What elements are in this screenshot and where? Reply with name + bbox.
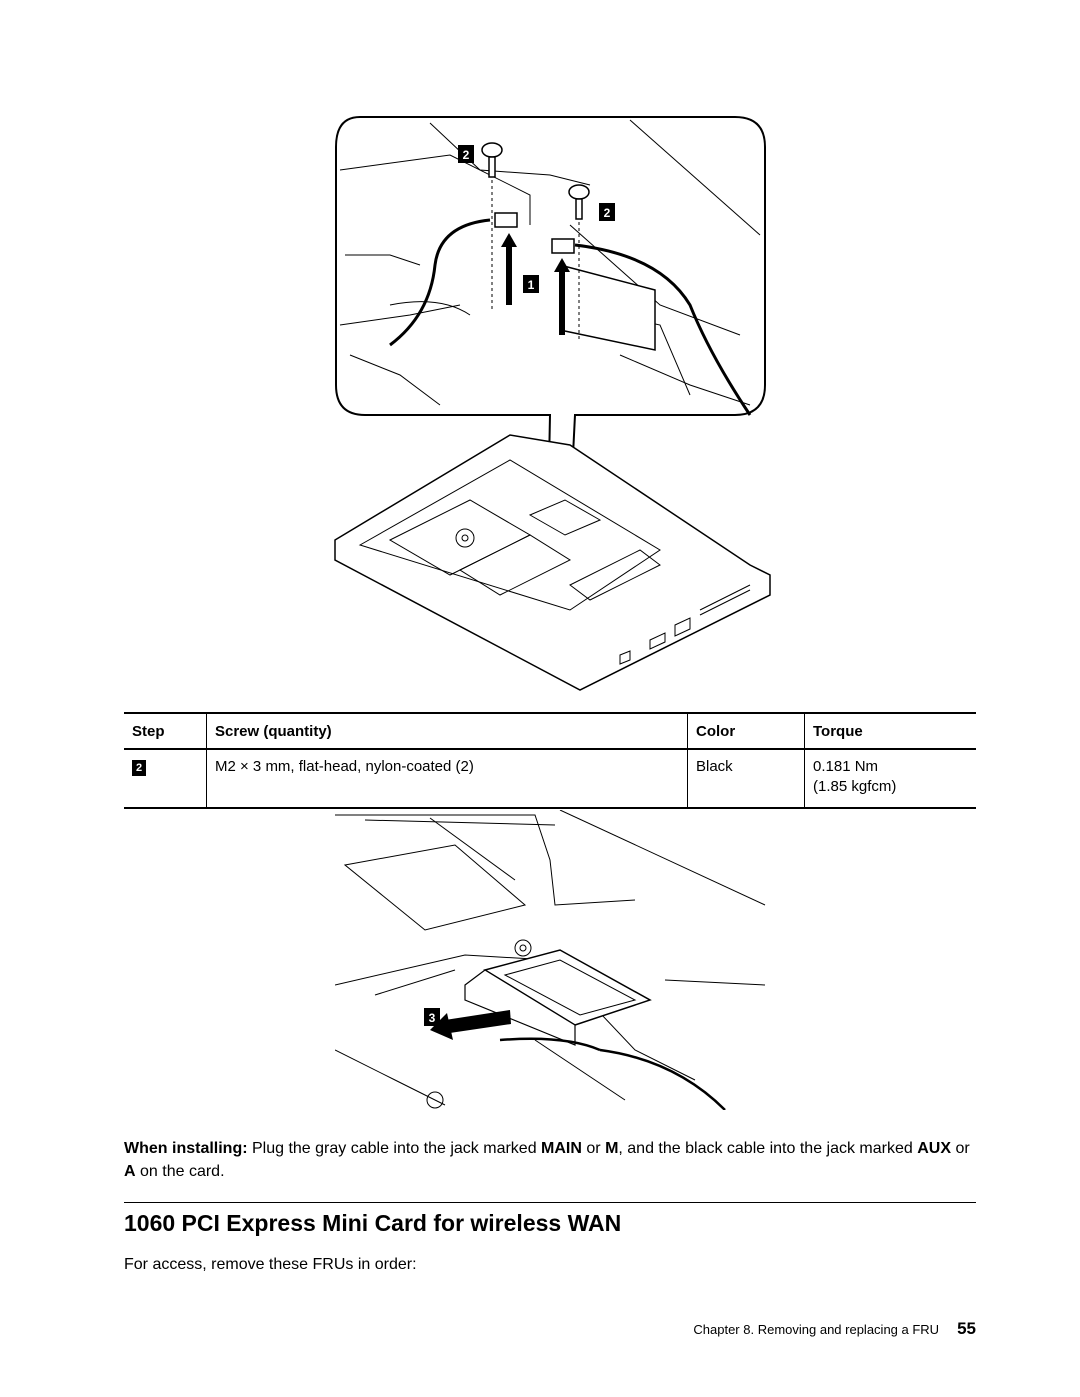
svg-text:2: 2 — [463, 148, 470, 162]
card-slide-diagram: 3 — [335, 810, 766, 1110]
page-footer: Chapter 8. Removing and replacing a FRU 5… — [693, 1319, 976, 1339]
header-step: Step — [124, 712, 207, 750]
callout-2-left: 2 — [458, 145, 474, 163]
torque-kgfcm: (1.85 kgfcm) — [813, 778, 897, 795]
svg-text:1: 1 — [528, 278, 535, 292]
table-row: 2 M2 × 3 mm, flat-head, nylon-coated (2)… — [124, 749, 976, 809]
callout-2-right: 2 — [599, 203, 615, 221]
removal-diagram: 2 2 1 — [334, 116, 771, 691]
page-number: 55 — [957, 1319, 976, 1338]
color-cell: Black — [687, 749, 805, 809]
svg-text:2: 2 — [604, 206, 611, 220]
torque-nm: 0.181 Nm — [813, 758, 879, 775]
screw-table: Step Screw (quantity) Color Torque 2 M2 … — [124, 712, 976, 809]
header-torque: Torque — [804, 712, 976, 750]
access-text: For access, remove these FRUs in order: — [124, 1256, 417, 1273]
screw-cell: M2 × 3 mm, flat-head, nylon-coated (2) — [206, 749, 688, 809]
section-divider — [124, 1202, 976, 1203]
header-color: Color — [687, 712, 805, 750]
callout-1: 1 — [523, 275, 539, 293]
torque-cell: 0.181 Nm (1.85 kgfcm) — [804, 749, 976, 809]
section-title: 1060 PCI Express Mini Card for wireless … — [124, 1210, 622, 1236]
installation-note: When installing: Plug the gray cable int… — [124, 1140, 970, 1180]
note-lead: When installing: — [124, 1140, 248, 1157]
step-badge: 2 — [132, 760, 146, 776]
header-screw: Screw (quantity) — [206, 712, 688, 750]
svg-text:3: 3 — [429, 1011, 436, 1025]
callout-3: 3 — [424, 1008, 440, 1026]
chapter-label: Chapter 8. Removing and replacing a FRU — [693, 1322, 940, 1337]
